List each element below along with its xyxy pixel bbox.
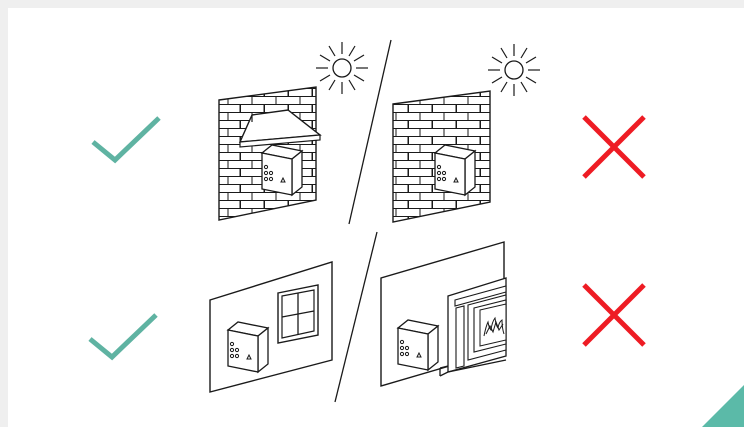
sun-icon xyxy=(316,42,368,94)
device-icon xyxy=(398,320,438,370)
bottom-divider-line xyxy=(335,232,377,402)
window xyxy=(278,285,318,343)
top-divider-line xyxy=(349,40,391,224)
scene-wall-with-fireplace xyxy=(381,242,506,386)
device-icon xyxy=(435,145,475,195)
scene-brick-wall-no-canopy xyxy=(393,44,540,222)
check-icon xyxy=(93,118,159,160)
cross-icon xyxy=(584,285,644,345)
corner-accent xyxy=(702,385,744,427)
check-icon xyxy=(90,315,156,357)
sun-icon xyxy=(488,44,540,96)
cross-icon xyxy=(584,117,644,177)
device-icon xyxy=(262,145,302,195)
device-icon xyxy=(228,322,268,372)
scene-wall-with-window xyxy=(210,262,332,392)
scene-brick-wall-with-canopy xyxy=(219,42,368,220)
